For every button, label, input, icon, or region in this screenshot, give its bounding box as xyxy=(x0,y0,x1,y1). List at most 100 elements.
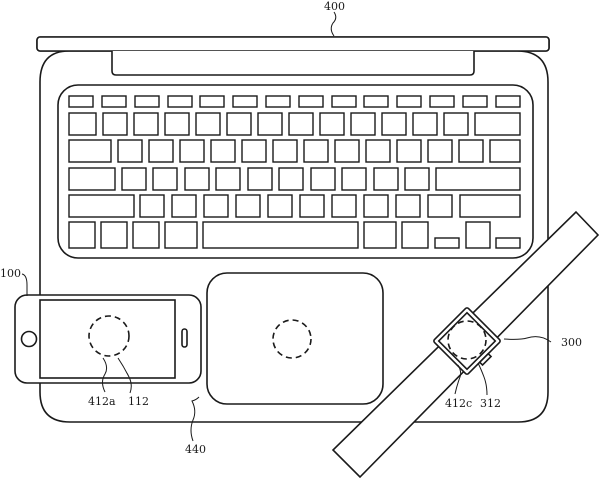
key-number-row-12 xyxy=(443,112,469,136)
key-number-row-1 xyxy=(102,112,128,136)
key-home-row-2 xyxy=(152,167,178,191)
key-function-row-2 xyxy=(134,95,160,108)
key-home-row-9 xyxy=(373,167,399,191)
label-laptop: 400 xyxy=(324,0,345,13)
key-shift-row-6 xyxy=(299,194,325,218)
key-number-row-3 xyxy=(164,112,190,136)
key-number-row-13 xyxy=(474,112,521,136)
key-bottom-row-5 xyxy=(363,221,397,249)
key-function-row-0 xyxy=(68,95,94,108)
key-home-row-1 xyxy=(121,167,147,191)
key-qwerty-row-1 xyxy=(117,139,143,163)
arrow-key-1 xyxy=(465,221,491,249)
leader-100 xyxy=(21,273,28,296)
key-bottom-row-0 xyxy=(68,221,96,249)
key-number-row-2 xyxy=(133,112,159,136)
key-shift-row-9 xyxy=(395,194,421,218)
key-function-row-3 xyxy=(167,95,193,108)
phone-charging-coil xyxy=(88,315,130,357)
key-qwerty-row-11 xyxy=(427,139,453,163)
phone-screen xyxy=(39,299,176,379)
key-home-row-10 xyxy=(404,167,430,191)
arrow-key-0 xyxy=(434,237,460,249)
arrow-key-2 xyxy=(495,237,521,249)
key-number-row-7 xyxy=(288,112,314,136)
label-palm-rest: 440 xyxy=(185,443,206,456)
trackpad-charging-coil xyxy=(272,319,312,359)
key-home-row-5 xyxy=(247,167,273,191)
key-qwerty-row-13 xyxy=(489,139,521,163)
key-qwerty-row-7 xyxy=(303,139,329,163)
phone-speaker xyxy=(181,328,188,348)
label-phone-receiver: 112 xyxy=(128,395,149,408)
key-bottom-row-1 xyxy=(100,221,128,249)
leader-440 xyxy=(190,396,200,442)
key-function-row-1 xyxy=(101,95,127,108)
watch-charging-coil xyxy=(447,320,487,360)
key-function-row-7 xyxy=(298,95,324,108)
key-qwerty-row-9 xyxy=(365,139,391,163)
phone-body xyxy=(14,294,202,384)
key-number-row-4 xyxy=(195,112,221,136)
key-number-row-8 xyxy=(319,112,345,136)
leader-112 xyxy=(117,357,132,394)
key-shift-row-4 xyxy=(235,194,261,218)
key-qwerty-row-2 xyxy=(148,139,174,163)
key-qwerty-row-4 xyxy=(210,139,236,163)
key-qwerty-row-10 xyxy=(396,139,422,163)
key-bottom-row-3 xyxy=(164,221,198,249)
label-phone-coil: 412a xyxy=(88,395,116,408)
key-shift-row-7 xyxy=(331,194,357,218)
key-number-row-9 xyxy=(350,112,376,136)
key-qwerty-row-8 xyxy=(334,139,360,163)
key-shift-row-11 xyxy=(459,194,521,218)
leader-412c xyxy=(454,364,462,395)
smartwatch xyxy=(331,210,600,478)
key-function-row-11 xyxy=(429,95,455,108)
key-function-row-4 xyxy=(199,95,225,108)
key-qwerty-row-3 xyxy=(179,139,205,163)
label-phone: 100 xyxy=(0,267,21,280)
key-number-row-10 xyxy=(381,112,407,136)
key-number-row-6 xyxy=(257,112,283,136)
trackpad[interactable] xyxy=(206,272,384,405)
key-home-row-11 xyxy=(435,167,521,191)
lid-hinge-notch xyxy=(111,51,475,76)
key-function-row-10 xyxy=(396,95,422,108)
label-watch: 300 xyxy=(561,336,582,349)
key-home-row-3 xyxy=(184,167,210,191)
key-qwerty-row-0 xyxy=(68,139,112,163)
key-bottom-row-2 xyxy=(132,221,160,249)
watch-crown xyxy=(478,352,493,367)
key-home-row-8 xyxy=(341,167,367,191)
key-shift-row-10 xyxy=(427,194,453,218)
key-home-row-0 xyxy=(68,167,116,191)
key-function-row-6 xyxy=(265,95,291,108)
key-bottom-row-4 xyxy=(202,221,359,249)
key-shift-row-8 xyxy=(363,194,389,218)
key-qwerty-row-5 xyxy=(241,139,267,163)
key-home-row-6 xyxy=(278,167,304,191)
key-bottom-row-6 xyxy=(401,221,429,249)
keyboard-keys xyxy=(68,95,521,249)
key-shift-row-2 xyxy=(171,194,197,218)
key-home-row-7 xyxy=(310,167,336,191)
key-function-row-5 xyxy=(232,95,258,108)
key-function-row-12 xyxy=(462,95,488,108)
key-qwerty-row-6 xyxy=(272,139,298,163)
leader-400 xyxy=(330,11,337,37)
leader-300 xyxy=(503,336,552,343)
phone-home-button xyxy=(20,330,38,348)
key-qwerty-row-12 xyxy=(458,139,484,163)
label-watch-coil: 412c xyxy=(445,397,472,410)
key-function-row-8 xyxy=(331,95,357,108)
key-shift-row-1 xyxy=(139,194,165,218)
key-shift-row-0 xyxy=(68,194,135,218)
key-home-row-4 xyxy=(215,167,241,191)
key-number-row-0 xyxy=(68,112,97,136)
leader-412a xyxy=(102,357,108,393)
label-watch-receiver: 312 xyxy=(480,397,501,410)
key-number-row-11 xyxy=(412,112,438,136)
key-shift-row-3 xyxy=(203,194,229,218)
